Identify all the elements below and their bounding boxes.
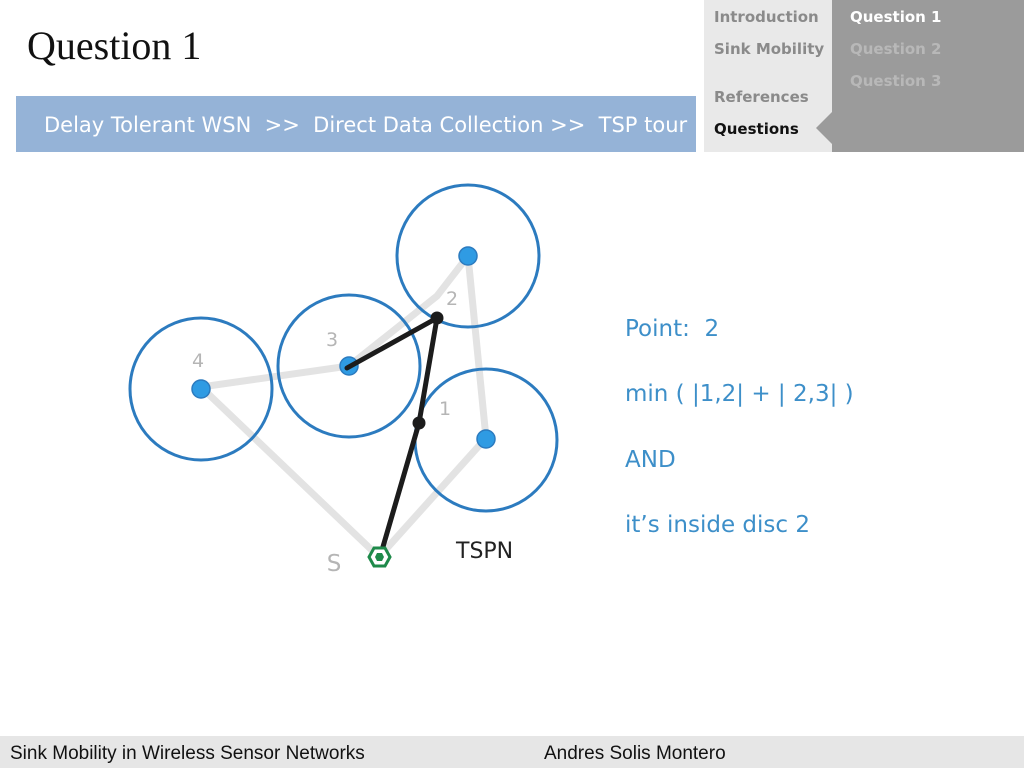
label-node-2: 2	[446, 288, 458, 310]
label-sink: S	[327, 551, 342, 577]
disc-2	[395, 183, 541, 329]
active-nav-pointer	[816, 112, 832, 144]
note-and: AND	[625, 447, 676, 473]
disc-4	[128, 316, 274, 462]
node-1	[476, 429, 496, 449]
node-2	[458, 246, 478, 266]
nav-item-question-3[interactable]: Question 3	[850, 72, 942, 90]
disc-3	[276, 293, 422, 439]
footer: Sink Mobility in Wireless Sensor Network…	[0, 736, 1024, 768]
slide-title: Question 1	[27, 23, 202, 68]
section-nav: Introduction Sink Mobility References Qu…	[704, 0, 832, 152]
nav-item-sink-mobility[interactable]: Sink Mobility	[714, 40, 825, 58]
label-node-3: 3	[326, 329, 338, 351]
footer-presentation-title: Sink Mobility in Wireless Sensor Network…	[10, 743, 365, 764]
nav-item-introduction[interactable]: Introduction	[714, 8, 819, 26]
note-point: Point: 2	[625, 316, 720, 342]
collection-path	[344, 315, 440, 560]
breadcrumb: Delay Tolerant WSN >> Direct Data Collec…	[16, 96, 701, 152]
node-4	[191, 379, 211, 399]
subsection-nav: Question 1 Question 2 Question 3	[832, 0, 1024, 152]
nav-item-references[interactable]: References	[714, 88, 809, 106]
collection-point-1	[412, 416, 426, 430]
nav-item-question-1[interactable]: Question 1	[850, 8, 942, 26]
collection-point-2	[430, 311, 444, 325]
tspn-diagram: 4 3 2 1 S TSPN	[128, 183, 559, 577]
sink-core	[375, 553, 384, 561]
footer-author: Andres Solis Montero	[544, 743, 726, 764]
nav-item-question-2[interactable]: Question 2	[850, 40, 942, 58]
nav-item-questions[interactable]: Questions	[714, 120, 799, 138]
note-inside-disc: it’s inside disc 2	[625, 512, 810, 538]
label-tspn: TSPN	[455, 539, 513, 564]
label-node-1: 1	[439, 398, 451, 420]
label-node-4: 4	[192, 350, 204, 372]
note-min-formula: min ( |1,2| + | 2,3| )	[625, 381, 854, 407]
